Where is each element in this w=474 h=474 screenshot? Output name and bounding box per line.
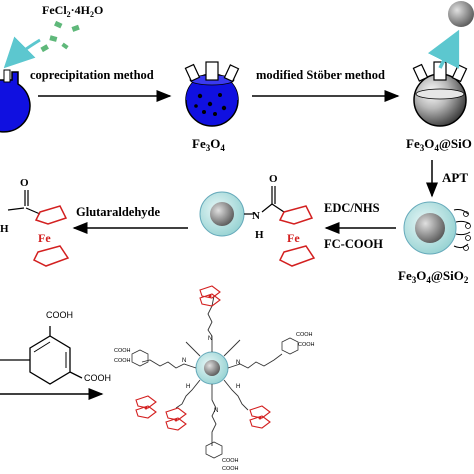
- svg-text:COOH: COOH: [296, 332, 313, 338]
- svg-text:H: H: [186, 384, 190, 390]
- svg-text:COOH: COOH: [298, 342, 315, 348]
- stober-label: modified Stöber method: [256, 68, 385, 82]
- svg-text:O: O: [20, 177, 29, 189]
- svg-text:H: H: [255, 229, 264, 241]
- svg-text:N: N: [252, 210, 260, 222]
- svg-text:COOH: COOH: [222, 466, 239, 472]
- svg-text:Fe: Fe: [287, 231, 300, 245]
- nanoparticle-ball: [448, 1, 474, 27]
- svg-text:N: N: [182, 358, 186, 364]
- fecl2-label: FeCl2·4H2O: [42, 3, 103, 19]
- particle-ferrocene-amide: N H O Fe: [199, 173, 316, 267]
- fe3o4-sio2-label: Fe3O4@SiO2: [398, 268, 469, 285]
- flask-start: [0, 69, 31, 133]
- edc-nhs-label: EDC/NHS: [324, 201, 380, 215]
- glutaraldehyde-label: Glutaraldehyde: [76, 205, 160, 219]
- svg-text:O: O: [269, 173, 278, 185]
- teal-arrow-up: [427, 29, 460, 69]
- svg-text:COOH: COOH: [84, 373, 111, 383]
- pour-arrow-left: [3, 36, 41, 69]
- apt-label: APT: [442, 170, 468, 185]
- benzene-cooh: COOH COOH: [0, 310, 111, 385]
- svg-text:COOH: COOH: [114, 348, 131, 354]
- coprecipitation-label: coprecipitation method: [30, 68, 154, 82]
- fe3o4-label: Fe3O4: [192, 136, 225, 153]
- flask-fe3o4: [184, 61, 240, 127]
- svg-text:H: H: [0, 223, 9, 235]
- svg-text:COOH: COOH: [114, 358, 131, 364]
- svg-text:COOH: COOH: [222, 458, 239, 464]
- particle-amine: [403, 201, 471, 255]
- svg-text:Fe: Fe: [38, 231, 51, 245]
- svg-text:N: N: [214, 408, 218, 414]
- fe3o4-sio-label: Fe3O4@SiO: [406, 136, 472, 153]
- svg-text:COOH: COOH: [46, 310, 73, 320]
- svg-text:N: N: [208, 336, 212, 342]
- molecule-left: O H Fe: [0, 177, 70, 267]
- final-conjugate: COOH COOH COOH COOH COOH COOH N: [114, 285, 315, 472]
- svg-text:H: H: [236, 384, 240, 390]
- flask-fe3o4-sio2: [412, 61, 468, 127]
- fc-cooh-label: FC-COOH: [324, 237, 383, 251]
- svg-text:N: N: [236, 360, 240, 366]
- crystal-particles: [40, 20, 80, 53]
